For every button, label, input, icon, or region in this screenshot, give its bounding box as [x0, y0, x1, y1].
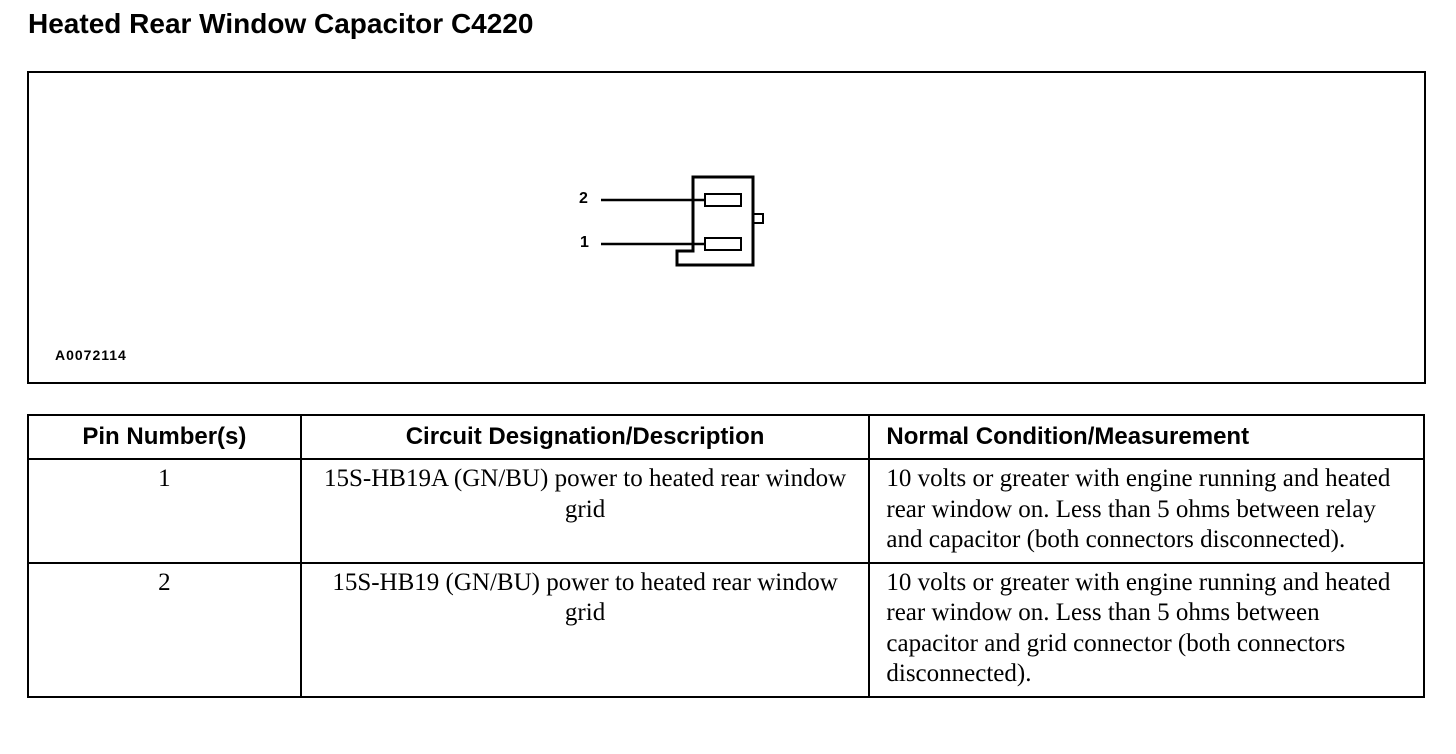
table-header-row: Pin Number(s) Circuit Designation/Descri… — [27, 414, 1425, 460]
cell-condition: 10 volts or greater with engine running … — [868, 561, 1425, 698]
terminal-pin-1 — [704, 237, 742, 251]
header-pin-number: Pin Number(s) — [27, 414, 302, 460]
table-row: 1 15S-HB19A (GN/BU) power to heated rear… — [27, 458, 1425, 564]
page-title: Heated Rear Window Capacitor C4220 — [28, 8, 534, 39]
cell-circuit: 15S-HB19A (GN/BU) power to heated rear w… — [299, 458, 871, 564]
pin-table: Pin Number(s) Circuit Designation/Descri… — [27, 414, 1425, 698]
connector-diagram: 2 1 A0072114 — [27, 71, 1426, 384]
pin-label-1: 1 — [580, 234, 589, 251]
pin-label-2: 2 — [579, 190, 588, 207]
cell-circuit: 15S-HB19 (GN/BU) power to heated rear wi… — [299, 561, 871, 698]
header-circuit: Circuit Designation/Description — [299, 414, 871, 460]
cell-pin: 2 — [27, 561, 302, 698]
table-row: 2 15S-HB19 (GN/BU) power to heated rear … — [27, 561, 1425, 698]
figure-id: A0072114 — [55, 347, 127, 363]
connector-body — [675, 175, 755, 267]
terminal-pin-2 — [704, 193, 742, 207]
cell-pin: 1 — [27, 458, 302, 564]
connector-latch — [752, 213, 764, 224]
header-condition: Normal Condition/Measurement — [868, 414, 1425, 460]
cell-condition: 10 volts or greater with engine running … — [868, 458, 1425, 564]
connector-drawing — [601, 175, 764, 267]
